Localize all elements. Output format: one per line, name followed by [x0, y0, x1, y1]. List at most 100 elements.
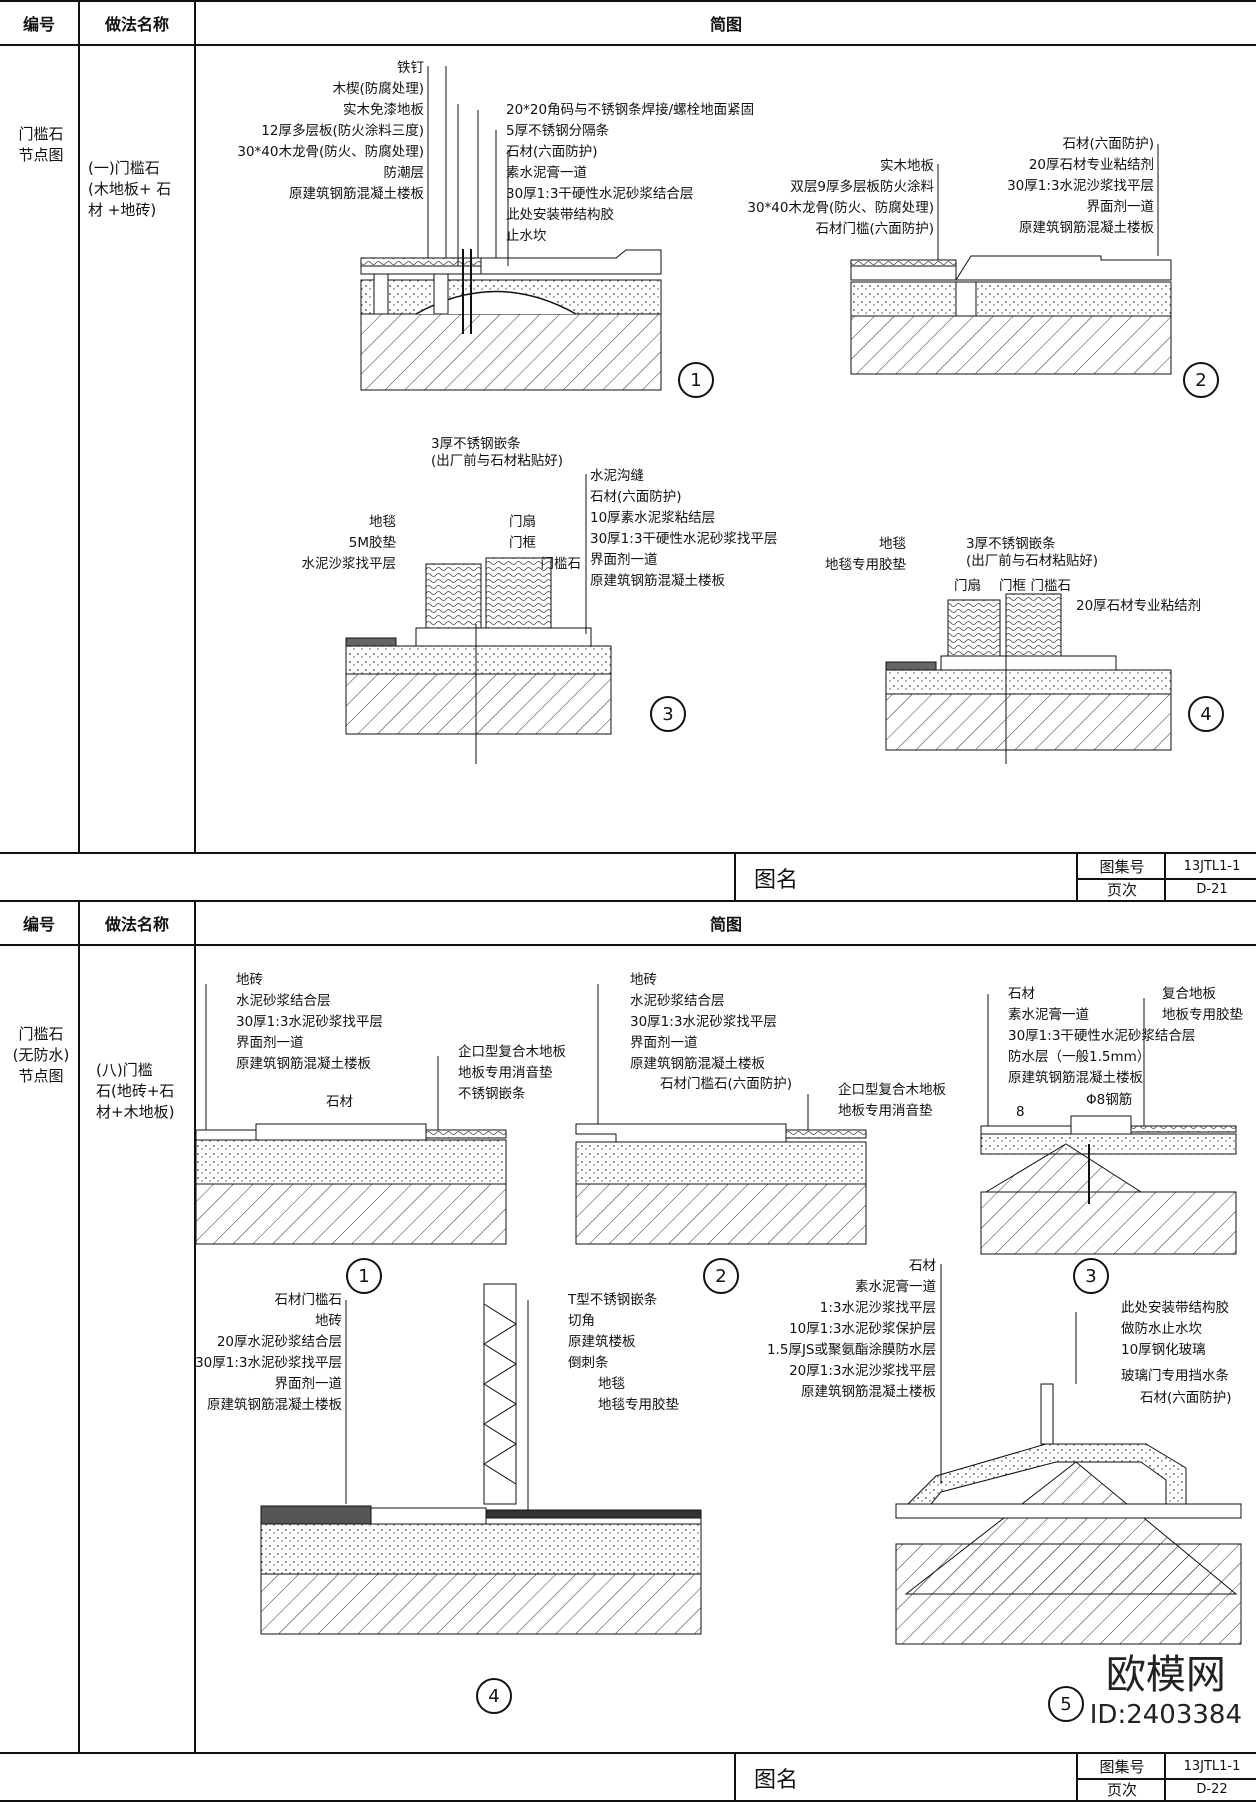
- d3-left-2: 水泥沙浆找平层: [302, 556, 397, 572]
- s2-detail-2: 2 地砖 水泥砂浆结合层 30厚1:3水泥砂浆找平层 界面剂一道 原建筑钢筋混凝…: [575, 972, 946, 1294]
- d4-mid-3: 20厚石材专业粘结剂: [1076, 598, 1201, 614]
- d1-label-2: 实木免漆地板: [343, 102, 424, 118]
- d1-label-6: 原建筑钢筋混凝土楼板: [289, 185, 424, 202]
- page-value: D-21: [1164, 878, 1256, 900]
- d3-right-0: 水泥沟缝: [590, 468, 644, 484]
- s2d4-r0: T型不锈钢嵌条: [567, 1291, 658, 1308]
- detail-3: 3 3厚不锈钢嵌条 (出厂前与石材粘贴好) 地毯 5M胶垫 水泥沙浆找平层 门扇…: [302, 435, 777, 764]
- s2d1-r0: 企口型复合木地板: [458, 1043, 566, 1060]
- s2d5-r3: 玻璃门专用挡水条: [1121, 1367, 1229, 1384]
- s2d5-r2: 10厚钢化玻璃: [1121, 1341, 1206, 1358]
- s2d5-r0: 此处安装带结构胶: [1121, 1299, 1229, 1316]
- d3-right-1: 石材(六面防护): [590, 489, 682, 505]
- header-code: 编号: [22, 915, 55, 934]
- s2d1-stone: 石材: [326, 1094, 353, 1110]
- d1-rlabel-5: 此处安装带结构胶: [506, 206, 614, 223]
- s2d2-r1: 地板专用消音垫: [838, 1102, 933, 1119]
- page-label: 页次: [1076, 1778, 1166, 1800]
- brand-watermark: 欧模网 ID:2403384: [1090, 1642, 1242, 1730]
- d3-right-4: 界面剂一道: [590, 552, 658, 568]
- d2-rlabel-1: 20厚石材专业粘结剂: [1029, 157, 1154, 173]
- header-method: 做法名称: [104, 15, 169, 34]
- d1-rlabel-0: 20*20角码与不锈钢条焊接/螺栓地面紧固: [506, 101, 754, 118]
- s2d2-r0: 企口型复合木地板: [838, 1081, 946, 1098]
- detail-number: 3: [1085, 1266, 1096, 1287]
- s2d5-l4: 1.5厚JS或聚氨酯涂膜防水层: [767, 1342, 936, 1358]
- s2d1-r1: 地板专用消音垫: [458, 1064, 553, 1081]
- s2d4-r3: 倒刺条: [568, 1354, 609, 1371]
- s2d4-r2: 原建筑楼板: [568, 1334, 636, 1350]
- d3-right-3: 30厚1:3干硬性水泥砂浆找平层: [590, 531, 777, 547]
- s2-detail-4: 4 石材门槛石 地砖 20厚水泥砂浆结合层 30厚1:3水泥砂浆找平层 界面剂一…: [196, 1283, 702, 1714]
- detail-drawings: 1 地砖 水泥砂浆结合层 30厚1:3水泥砂浆找平层 界面剂一道 原建筑钢筋混凝…: [196, 944, 1256, 1750]
- d2-label-1: 双层9厚多层板防火涂料: [790, 178, 934, 195]
- s2d5-l6: 原建筑钢筋混凝土楼板: [801, 1383, 936, 1400]
- d4-mid-0: 门扇: [954, 578, 981, 594]
- d4-top-0: 3厚不锈钢嵌条: [966, 535, 1056, 552]
- s2d2-l1: 水泥砂浆结合层: [630, 993, 725, 1009]
- table-header: 编号 做法名称 简图: [0, 0, 1256, 46]
- header-code: 编号: [22, 15, 55, 34]
- detail-2: 2 实木地板 双层9厚多层板防火涂料 30*40木龙骨(防火、防腐处理) 石材门…: [747, 136, 1219, 398]
- brand-name: 欧模网: [1105, 1652, 1226, 1698]
- detail-number: 1: [358, 1266, 369, 1287]
- set-value: 13JTL1-1: [1164, 1754, 1256, 1780]
- d2-rlabel-3: 界面剂一道: [1087, 199, 1155, 215]
- detail-number: 4: [1200, 704, 1211, 725]
- s2d4-l2: 20厚水泥砂浆结合层: [217, 1334, 342, 1350]
- detail-number: 3: [662, 704, 673, 725]
- s2d1-l4: 原建筑钢筋混凝土楼板: [236, 1055, 371, 1072]
- s2-detail-3: 3 石材 素水泥膏一道 30厚1:3干硬性水泥砂浆结合层 防水层（一般1.5mm…: [980, 985, 1243, 1294]
- s2d4-l0: 石材门槛石: [275, 1292, 343, 1308]
- row-code: 门槛石 节点图: [18, 125, 64, 164]
- s2d3-r1: 地板专用胶垫: [1162, 1006, 1243, 1023]
- d1-rlabel-3: 素水泥膏一道: [506, 164, 587, 181]
- detail-4: 4 地毯 地毯专用胶垫 3厚不锈钢嵌条 (出厂前与石材粘贴好) 门扇 门框 门槛…: [825, 535, 1224, 764]
- s2d1-l2: 30厚1:3水泥砂浆找平层: [236, 1014, 383, 1030]
- detail-number: 2: [715, 1266, 726, 1287]
- s2d4-l4: 界面剂一道: [275, 1376, 343, 1392]
- header-method: 做法名称: [104, 915, 169, 934]
- title-block: 图名 图集号 13JTL1-1 页次 D-22: [0, 1752, 1256, 1802]
- method-name: (八)门槛 石(地砖+石 材+木地板): [96, 1061, 175, 1121]
- detail-1: 1 铁钉 木楔(防腐处理) 实木免漆地板 12厚多层板(防火涂料三度) 30*4…: [237, 60, 754, 398]
- s2d1-l3: 界面剂一道: [236, 1035, 304, 1051]
- s2d3-l0: 石材: [1008, 986, 1035, 1002]
- d1-label-4: 30*40木龙骨(防火、防腐处理): [237, 144, 424, 160]
- set-label: 图集号: [1076, 1754, 1166, 1780]
- s2d1-l0: 地砖: [236, 972, 263, 988]
- d3-mid-2: 门槛石: [541, 556, 582, 572]
- s2d5-l1: 素水泥膏一道: [855, 1278, 936, 1295]
- s2d2-l3: 界面剂一道: [630, 1035, 698, 1051]
- detail-number: 4: [488, 1686, 499, 1707]
- d3-left-1: 5M胶垫: [349, 534, 397, 551]
- s2d3-rebar: Φ8钢筋: [1086, 1091, 1132, 1108]
- page-label: 页次: [1076, 878, 1166, 900]
- s2d5-l2: 1:3水泥沙浆找平层: [820, 1300, 936, 1316]
- s2d3-l1: 素水泥膏一道: [1008, 1006, 1089, 1023]
- d1-rlabel-2: 石材(六面防护): [506, 144, 598, 160]
- detail-number: 5: [1060, 1694, 1071, 1715]
- d2-rlabel-4: 原建筑钢筋混凝土楼板: [1019, 219, 1154, 236]
- table-header: 编号 做法名称 简图: [0, 900, 1256, 946]
- d2-rlabel-2: 30厚1:3水泥沙浆找平层: [1007, 178, 1154, 194]
- s2d2-stone: 石材门槛石(六面防护): [660, 1076, 792, 1092]
- d1-rlabel-1: 5厚不锈钢分隔条: [506, 122, 610, 139]
- d2-rlabel-0: 石材(六面防护): [1062, 136, 1154, 152]
- s2d2-l4: 原建筑钢筋混凝土楼板: [630, 1055, 765, 1072]
- s2d4-r4: 地毯: [598, 1376, 626, 1392]
- d4-left-1: 地毯专用胶垫: [825, 556, 906, 573]
- d3-mid-0: 门扇: [509, 514, 536, 530]
- set-label: 图集号: [1076, 854, 1166, 880]
- detail-number: 2: [1195, 370, 1206, 391]
- sheet-d21: 编号 做法名称 简图 门槛石 节点图 (一)门槛石 (木地板+ 石 材 +地砖)…: [0, 0, 1256, 902]
- d2-label-2: 30*40木龙骨(防火、防腐处理): [747, 200, 934, 216]
- d1-label-3: 12厚多层板(防火涂料三度): [261, 122, 424, 139]
- s2d3-l2: 30厚1:3干硬性水泥砂浆结合层: [1008, 1028, 1195, 1044]
- s2d3-dim: 8: [1016, 1104, 1025, 1120]
- d1-rlabel-6: 止水坎: [506, 228, 547, 244]
- brand-id: ID:2403384: [1089, 1700, 1242, 1730]
- d3-left-0: 地毯: [369, 514, 396, 530]
- page-value: D-22: [1164, 1778, 1256, 1800]
- s2d3-l4: 原建筑钢筋混凝土楼板: [1008, 1069, 1143, 1086]
